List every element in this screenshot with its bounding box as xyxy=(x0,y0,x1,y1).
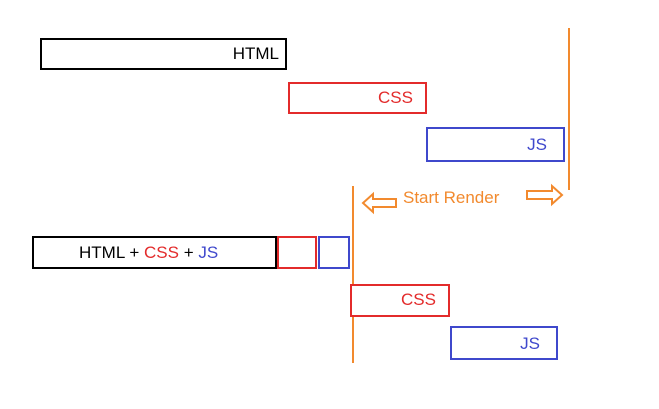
top-html-label: HTML xyxy=(232,44,279,63)
bottom-js-label: JS xyxy=(520,334,540,353)
combined-bundle-label: HTML + CSS + JS xyxy=(79,243,218,263)
top-js-label: JS xyxy=(527,135,547,154)
combined-plus-1: + xyxy=(124,243,145,262)
combined-plus-2: + xyxy=(179,243,199,262)
bottom-js-bar: JS xyxy=(450,326,558,360)
combined-js-segment xyxy=(318,236,350,269)
combined-css-segment xyxy=(277,236,317,269)
right-arrow-icon xyxy=(526,183,564,207)
combined-bundle-bar: HTML + CSS + JS xyxy=(32,236,277,269)
combined-js-text: JS xyxy=(198,243,219,262)
top-css-bar: CSS xyxy=(288,82,427,114)
start-render-label: Start Render xyxy=(403,188,500,207)
bottom-css-label: CSS xyxy=(401,290,436,309)
bottom-start-render-line xyxy=(352,186,354,363)
top-css-label: CSS xyxy=(378,88,413,107)
top-js-bar: JS xyxy=(426,127,565,162)
bottom-css-bar: CSS xyxy=(350,284,450,317)
combined-css-text: CSS xyxy=(144,243,179,262)
top-html-bar: HTML xyxy=(40,38,287,70)
top-start-render-line xyxy=(568,28,570,190)
combined-html-text: HTML xyxy=(79,243,125,262)
left-arrow-icon xyxy=(361,191,397,215)
